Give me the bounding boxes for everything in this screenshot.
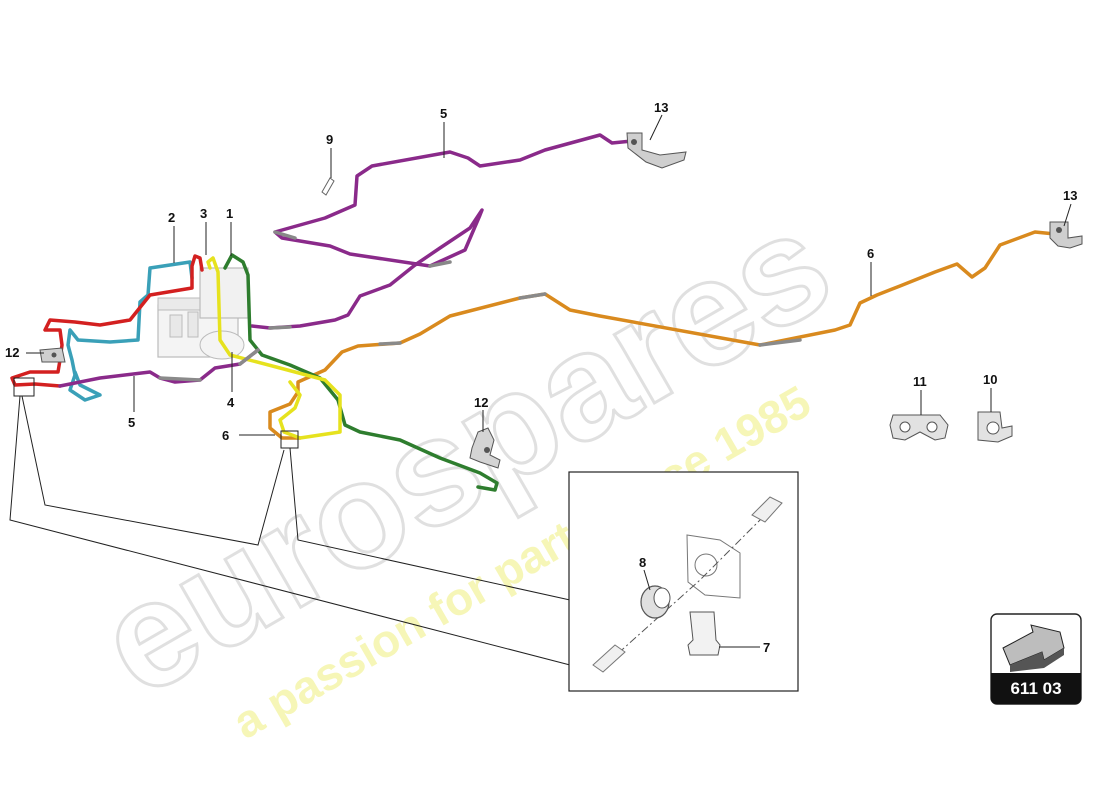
- brake-line-1: [223, 253, 499, 492]
- detail-inset: [568, 471, 799, 692]
- detail-leaders: [9, 395, 571, 666]
- abs-unit: [157, 267, 249, 360]
- callout-5-left: 5: [128, 415, 135, 430]
- callout-5-top: 5: [440, 106, 447, 121]
- callout-8: 8: [639, 555, 646, 570]
- callout-12-left: 12: [5, 345, 19, 360]
- callout-11: 11: [913, 374, 927, 389]
- reference-badge: 611 03: [990, 613, 1082, 705]
- reference-number: 611 03: [1010, 679, 1061, 698]
- bracket-12-mid: [469, 427, 501, 469]
- brake-line-5-upper: [250, 133, 634, 330]
- callout-3: 3: [200, 206, 207, 221]
- callout-13-right: 13: [1063, 188, 1077, 203]
- callout-4: 4: [227, 395, 235, 410]
- bracket-13-right: [1049, 221, 1083, 249]
- callout-9: 9: [326, 132, 333, 147]
- callout-1: 1: [226, 206, 233, 221]
- bracket-12-left: [39, 347, 66, 363]
- callout-2: 2: [168, 210, 175, 225]
- callout-7: 7: [763, 640, 770, 655]
- callout-6-left: 6: [222, 428, 229, 443]
- brake-line-3: [10, 254, 204, 388]
- brake-line-2: [66, 260, 194, 402]
- callout-10: 10: [983, 372, 997, 387]
- callout-12-mid: 12: [474, 395, 488, 410]
- callout-leaders: [26, 114, 1072, 436]
- clip-11: [889, 414, 949, 441]
- clip-10: [977, 411, 1013, 443]
- bracket-13-top: [626, 132, 687, 169]
- pin-9: [321, 177, 335, 196]
- callout-labels: 1 2 3 4 5 5 6 6 7 8 9 10 11 12 12 13 13: [5, 100, 1077, 655]
- brake-line-4: [206, 256, 342, 440]
- callout-6-right: 6: [867, 246, 874, 261]
- callout-13-top: 13: [654, 100, 668, 115]
- brake-line-6: [268, 230, 1057, 440]
